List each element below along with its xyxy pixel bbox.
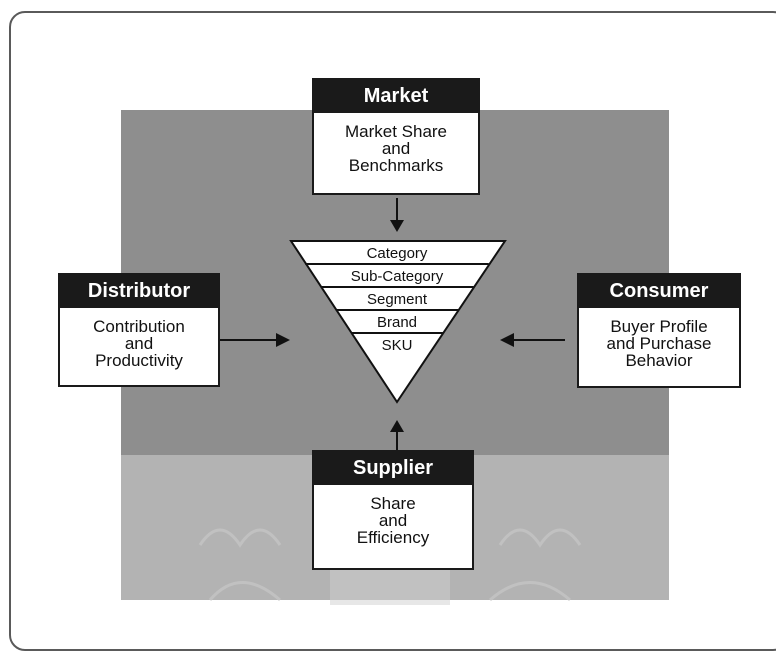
arrow-consumer-to-hierarchy <box>500 333 565 347</box>
distributor-box: Distributor Contribution and Productivit… <box>58 273 220 387</box>
arrow-supplier-to-hierarchy <box>390 420 404 450</box>
supplier-line-1: Share <box>370 494 416 513</box>
consumer-line-2: and Purchase <box>606 334 712 353</box>
market-line-2: and <box>381 139 411 158</box>
consumer-box: Consumer Buyer Profile and Purchase Beha… <box>577 273 741 388</box>
supplier-line-2: and <box>378 511 408 530</box>
supplier-description: Share and Efficiency <box>314 485 472 546</box>
watermark-logo <box>198 505 582 605</box>
hierarchy-level-label: Segment <box>367 291 428 308</box>
distributor-line-3: Productivity <box>95 351 183 370</box>
hierarchy-triangle <box>289 240 507 404</box>
hierarchy-level-label: Brand <box>377 314 417 331</box>
market-title: Market <box>314 80 478 113</box>
market-line-1: Market Share <box>344 122 448 141</box>
supplier-title: Supplier <box>314 452 472 485</box>
hierarchy-level-label: Sub-Category <box>351 268 444 285</box>
market-line-3: Benchmarks <box>348 156 444 175</box>
arrow-market-to-hierarchy <box>390 198 404 232</box>
distributor-line-1: Contribution <box>93 317 185 336</box>
consumer-title: Consumer <box>579 275 739 308</box>
hierarchy-level-label: SKU <box>382 337 413 354</box>
arrow-distributor-to-hierarchy <box>220 333 290 347</box>
consumer-line-1: Buyer Profile <box>610 317 708 336</box>
supplier-line-3: Efficiency <box>356 528 430 547</box>
supplier-box: Supplier Share and Efficiency <box>312 450 474 570</box>
distributor-description: Contribution and Productivity <box>60 308 218 369</box>
distributor-title: Distributor <box>60 275 218 308</box>
consumer-line-3: Behavior <box>625 351 693 370</box>
consumer-description: Buyer Profile and Purchase Behavior <box>579 308 739 369</box>
market-box: Market Market Share and Benchmarks <box>312 78 480 195</box>
hierarchy-level-label: Category <box>367 245 428 262</box>
distributor-line-2: and <box>124 334 154 353</box>
market-description: Market Share and Benchmarks <box>314 113 478 174</box>
